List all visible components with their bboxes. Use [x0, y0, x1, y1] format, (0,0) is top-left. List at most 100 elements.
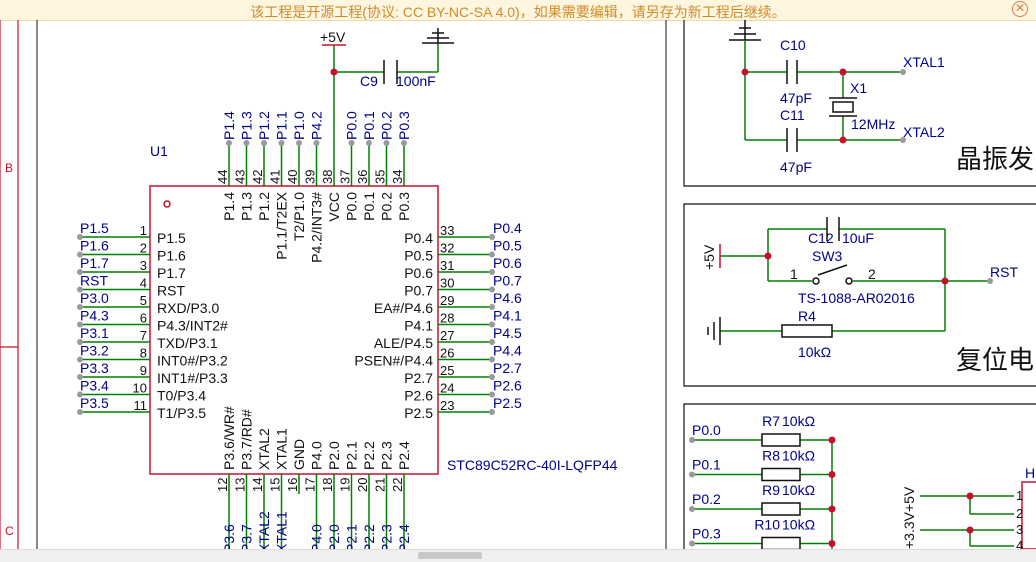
header-connector[interactable]: H +5V +3.3V 1 2 3 4	[901, 465, 1036, 549]
crystal-section[interactable]: C10 47pF C11 47pF X1 12MHz XTAL1 XTAL2 晶…	[683, 20, 1036, 187]
pin-name: XTAL2	[256, 428, 272, 470]
pin-name: VCC	[326, 192, 342, 222]
net-label: RST	[80, 273, 108, 289]
c9-ref: C9	[360, 73, 378, 89]
junction	[741, 68, 749, 76]
net-port	[689, 437, 695, 443]
x1-value: 12MHz	[851, 116, 895, 132]
pin-name: P0.2	[379, 192, 395, 221]
net-port	[489, 339, 495, 345]
junction	[941, 277, 949, 285]
scrollbar-thumb[interactable]	[418, 552, 482, 559]
c10-value: 47pF	[780, 90, 812, 106]
net-port	[77, 269, 83, 275]
pin-name: P0.3	[396, 192, 412, 221]
x1-ref: X1	[850, 80, 867, 96]
c9-decoupling[interactable]	[333, 43, 439, 171]
pin-number: 18	[320, 478, 335, 492]
close-icon[interactable]: ✕	[1012, 1, 1028, 17]
resistor-value: 10kΩ	[782, 448, 815, 464]
pin-name: P0.5	[404, 248, 433, 264]
net-label: P4.4	[493, 343, 522, 359]
net-label: P0.3	[396, 111, 412, 140]
pin-number: 43	[233, 170, 248, 184]
pin-number: 24	[440, 381, 454, 396]
resistor-value: 10kΩ	[782, 517, 815, 533]
pin-name: P1.4	[221, 192, 237, 221]
pin-name: P0.4	[404, 230, 433, 246]
c12-ref: C12	[808, 230, 834, 246]
sheet-frame	[0, 20, 19, 549]
c9-symbol	[383, 60, 398, 84]
c9-value: 100nF	[396, 73, 436, 89]
net-port	[313, 140, 320, 146]
resistor-value: 10kΩ	[782, 413, 815, 429]
pin-name: ALE/P4.5	[374, 335, 433, 351]
pin-number: 12	[215, 478, 230, 492]
net-label: P0.3	[692, 526, 721, 542]
pin-name: T1/P3.5	[157, 405, 206, 421]
net-label: P3.4	[80, 378, 109, 394]
net-port	[689, 471, 695, 478]
header-ref: H	[1025, 465, 1035, 481]
net-label: P3.2	[80, 343, 109, 359]
pin-number: 41	[268, 170, 283, 184]
junction	[828, 471, 836, 478]
reset-section[interactable]: +5V C12 10uF SW3 1 2 TS-1088-AR02016 R4 …	[683, 203, 1036, 387]
net-port	[77, 374, 83, 380]
resistor-ref: R7	[762, 413, 780, 429]
horizontal-scrollbar[interactable]	[0, 549, 1036, 562]
